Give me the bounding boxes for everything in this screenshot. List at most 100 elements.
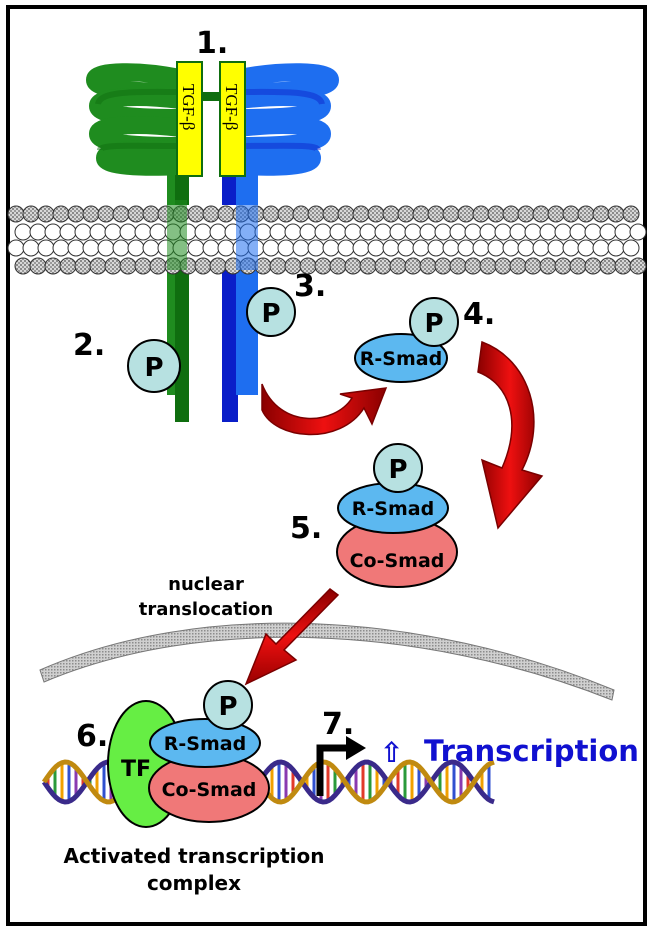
transcription-start-arrow [316, 736, 366, 796]
lipid-head [562, 205, 580, 223]
lipid-head [397, 239, 415, 257]
lipid-head [134, 223, 152, 241]
lipid-head [299, 223, 317, 241]
lipid-head [262, 205, 280, 223]
lipid-head [262, 239, 280, 257]
lipid-head [412, 205, 430, 223]
lipid-head [487, 239, 505, 257]
lipid-head [29, 257, 47, 275]
svg-text:Co-Smad: Co-Smad [162, 779, 257, 801]
lipid-head [562, 239, 580, 257]
lipid-head [479, 257, 497, 275]
ligand-dimer-bridge [202, 92, 220, 101]
lipid-head [119, 257, 137, 275]
nuclear-label-line2: translocation [139, 599, 273, 620]
lipid-head [217, 205, 235, 223]
lipid-head [614, 257, 632, 275]
lipid-head [344, 223, 362, 241]
lipid-head [629, 257, 647, 275]
lipid-head [352, 205, 370, 223]
lipid-head [134, 257, 152, 275]
lipid-head [37, 205, 55, 223]
phosphate-r-smad-step5: P [373, 443, 423, 493]
svg-text:P: P [261, 299, 280, 329]
lipid-head [329, 223, 347, 241]
lipid-head [307, 205, 325, 223]
lipid-head [539, 257, 557, 275]
lipid-head [404, 223, 422, 241]
complex-formation-arrow [477, 340, 544, 530]
lipid-head [607, 205, 625, 223]
lipid-head [494, 257, 512, 275]
lipid-head [104, 223, 122, 241]
svg-text:P: P [144, 353, 163, 383]
lipid-head [307, 239, 325, 257]
co-smad-cytoplasmic: Co-Smad [336, 516, 458, 588]
lipid-head [547, 239, 565, 257]
complex-caption-line1: Activated transcription [63, 844, 324, 868]
lipid-head [404, 257, 422, 275]
lipid-head [584, 257, 602, 275]
lipid-head [547, 205, 565, 223]
lipid-head [472, 239, 490, 257]
receptor-blue-tm-segment [236, 200, 258, 270]
nuclear-envelope [39, 622, 615, 701]
lipid-head [314, 223, 332, 241]
plasma-membrane [7, 205, 647, 275]
lipid-head [524, 257, 542, 275]
lipid-head [322, 205, 340, 223]
lipid-head [104, 257, 122, 275]
nuclear-label-line1: nuclear [168, 574, 244, 595]
lipid-head [194, 257, 212, 275]
lipid-head [517, 205, 535, 223]
lipid-head [89, 257, 107, 275]
lipid-head [344, 257, 362, 275]
lipid-head [119, 223, 137, 241]
lipid-head [502, 239, 520, 257]
transcription-up-icon: ⇧ [380, 736, 403, 769]
svg-text:TGF-β: TGF-β [179, 84, 198, 130]
lipid-head [59, 223, 77, 241]
lipid-head [599, 257, 617, 275]
lipid-head [389, 223, 407, 241]
lipid-head [112, 205, 130, 223]
lipid-head [352, 239, 370, 257]
lipid-head [44, 223, 62, 241]
ligand-tgf-beta-right: TGF-β [219, 61, 246, 177]
lipid-head [127, 205, 145, 223]
lipid-head [524, 223, 542, 241]
lipid-head [614, 223, 632, 241]
svg-text:TF: TF [121, 757, 151, 782]
lipid-head [592, 205, 610, 223]
lipid-head [292, 239, 310, 257]
r-smad-nuclear: R-Smad [149, 718, 261, 768]
step-6-label: 6. [76, 719, 108, 754]
lipid-head [337, 239, 355, 257]
lipid-head [472, 205, 490, 223]
lipid-head [149, 257, 167, 275]
lipid-head [209, 223, 227, 241]
lipid-head [427, 239, 445, 257]
lipid-head [412, 239, 430, 257]
lipid-head [419, 257, 437, 275]
nuclear-translocation-arrow [244, 588, 340, 686]
lipid-head [479, 223, 497, 241]
lipid-head [599, 223, 617, 241]
co-smad-nuclear: Co-Smad [148, 753, 270, 823]
svg-text:P: P [218, 692, 237, 722]
phosphate-receptor-ii: P [127, 339, 181, 393]
lipid-head [607, 239, 625, 257]
lipid-head [44, 257, 62, 275]
lipid-head [277, 205, 295, 223]
lipid-head [382, 239, 400, 257]
lipid-head [554, 257, 572, 275]
step-4-label: 4. [463, 297, 495, 332]
step-1-label: 1. [196, 26, 228, 61]
lipid-head [509, 223, 527, 241]
lipid-head [397, 205, 415, 223]
step-3-label: 3. [294, 269, 326, 304]
lipid-head [532, 205, 550, 223]
r-smad-cytoplasmic: R-Smad [337, 482, 449, 534]
